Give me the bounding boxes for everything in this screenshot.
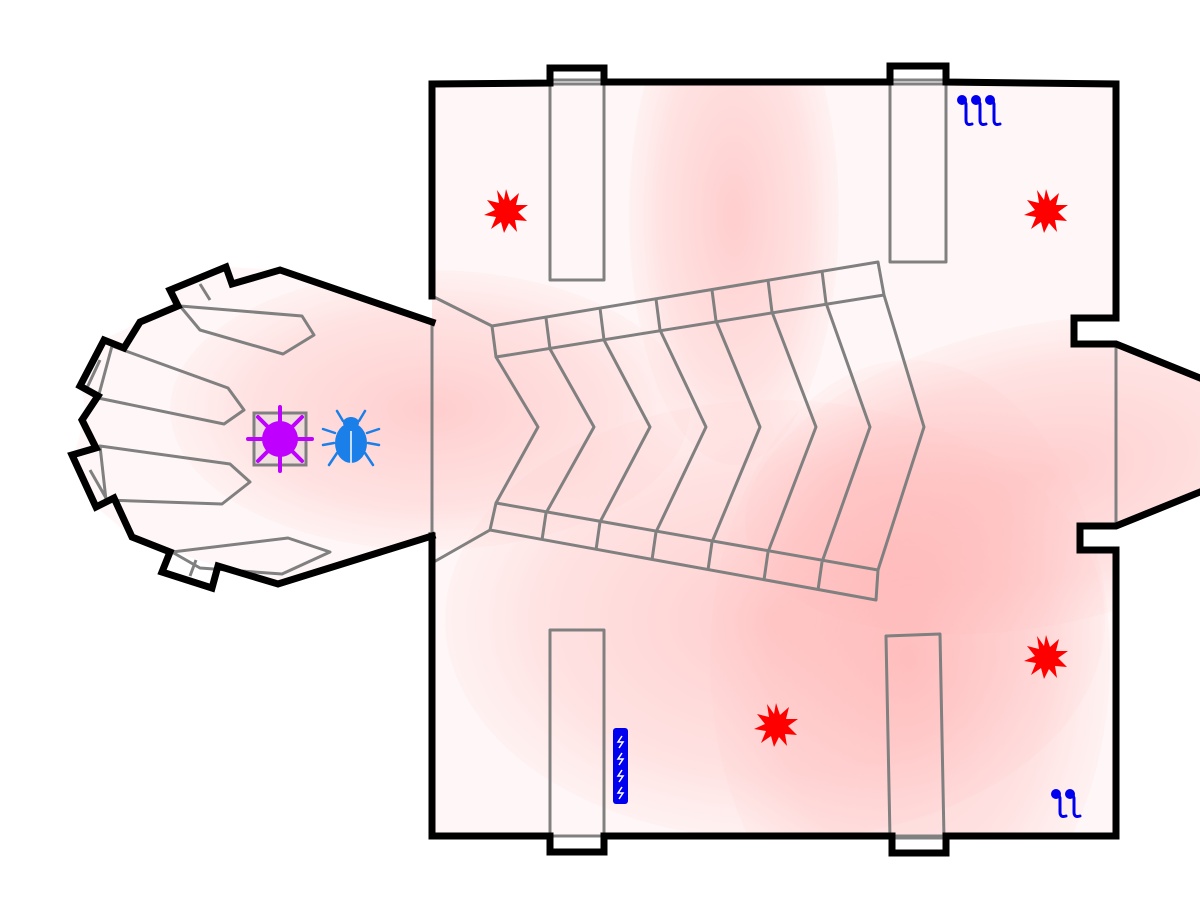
main-hall-wall <box>428 62 1200 382</box>
petal <box>98 444 252 506</box>
red-starburst-icon <box>484 189 528 233</box>
walls <box>67 62 1200 857</box>
wrench-pair-icon[interactable] <box>1051 789 1082 818</box>
wrench-cluster-icon[interactable] <box>957 95 1002 126</box>
petal <box>178 304 316 356</box>
red-starburst-icon <box>1024 189 1068 233</box>
ramp-rail-bottom <box>488 501 880 602</box>
light-glow <box>710 360 1110 836</box>
red-starburst-icon <box>1024 635 1068 679</box>
bench <box>888 78 948 264</box>
west-wing-wall <box>67 262 437 593</box>
bench <box>548 78 606 282</box>
petal <box>96 344 246 426</box>
ramp-chevrons <box>494 294 926 571</box>
main-hall-wall-south <box>428 488 1200 857</box>
damage-markers <box>484 189 1068 747</box>
light-glows <box>170 84 1200 836</box>
light-glow <box>629 84 839 465</box>
battery-cells-icon[interactable] <box>613 728 628 804</box>
red-starburst-icon <box>754 703 798 747</box>
beetle-icon[interactable] <box>321 409 381 467</box>
virus-icon[interactable] <box>246 405 314 473</box>
